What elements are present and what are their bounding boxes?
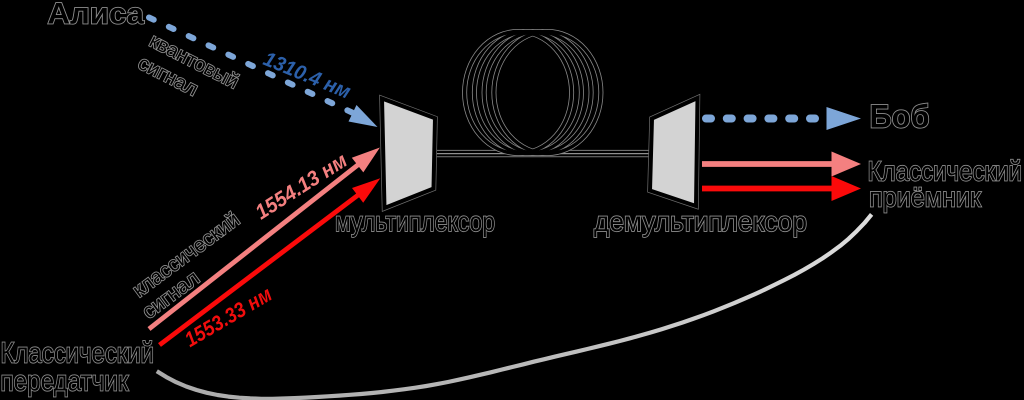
svg-text:Классический: Классический xyxy=(868,156,1023,187)
svg-text:Алиса: Алиса xyxy=(48,0,145,31)
svg-text:Классический: Классический xyxy=(1,338,155,370)
svg-text:демультиплексор: демультиплексор xyxy=(594,206,807,237)
svg-text:приёмник: приёмник xyxy=(869,182,982,213)
svg-text:мультиплексор: мультиплексор xyxy=(335,206,495,237)
svg-text:Боб: Боб xyxy=(870,99,930,135)
svg-text:передатчик: передатчик xyxy=(1,366,129,398)
